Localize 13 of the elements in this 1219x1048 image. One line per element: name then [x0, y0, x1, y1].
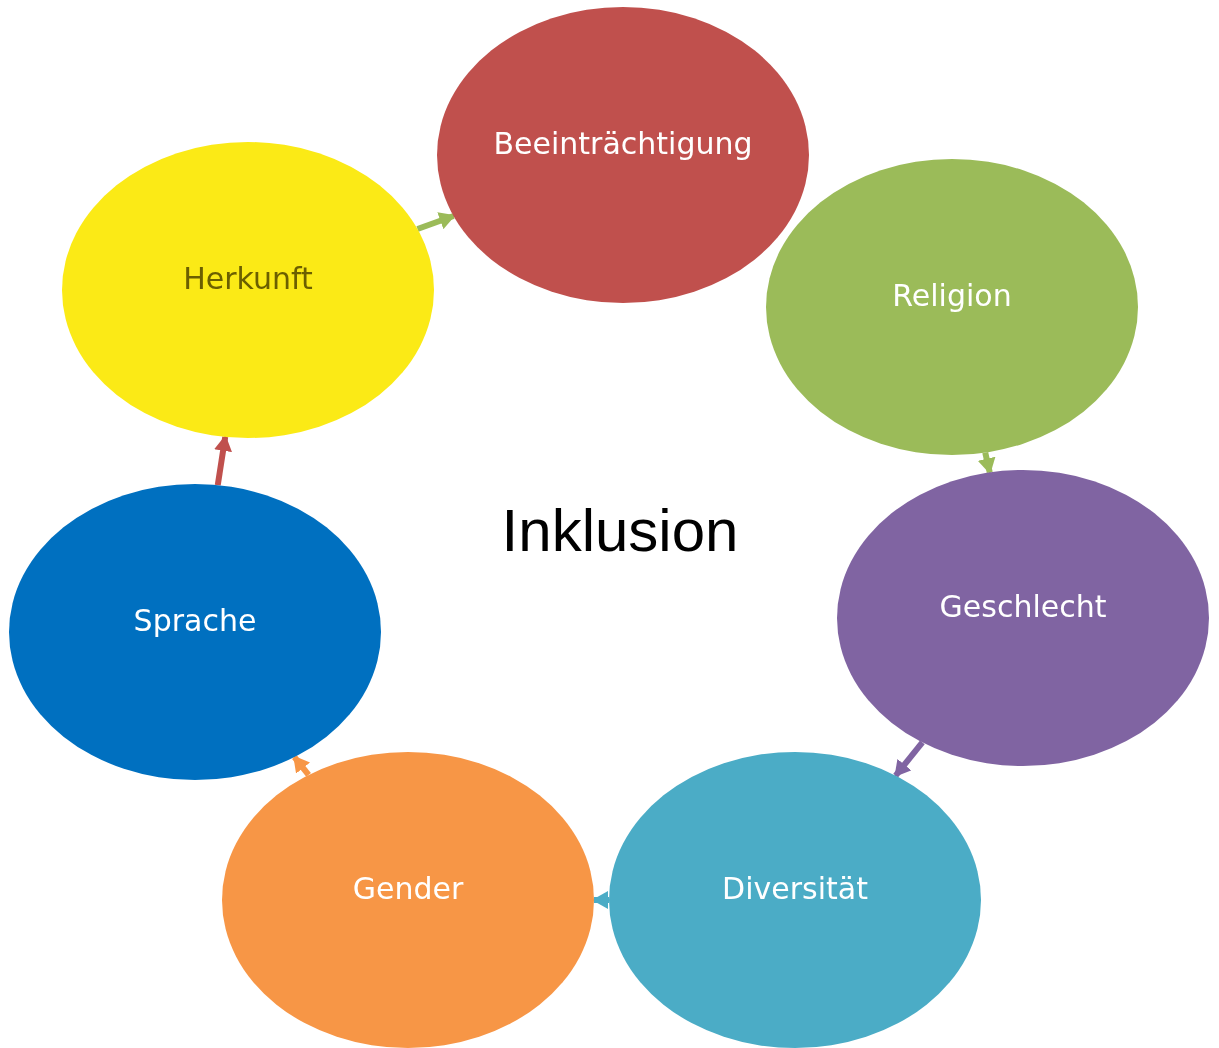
arrow [292, 755, 311, 777]
category-label: Diversität [722, 869, 868, 908]
arrow [416, 212, 456, 232]
category-label: Religion [892, 276, 1012, 315]
category-label: Herkunft [183, 259, 313, 298]
category-label: Sprache [133, 601, 257, 640]
category-label: Gender [352, 869, 464, 908]
category-label: Beeinträchtigung [493, 124, 753, 163]
arrow [893, 740, 925, 778]
arrow [977, 451, 996, 475]
arrow [592, 891, 609, 909]
category-label: Geschlecht [939, 587, 1107, 626]
center-title: Inklusion [500, 496, 740, 566]
